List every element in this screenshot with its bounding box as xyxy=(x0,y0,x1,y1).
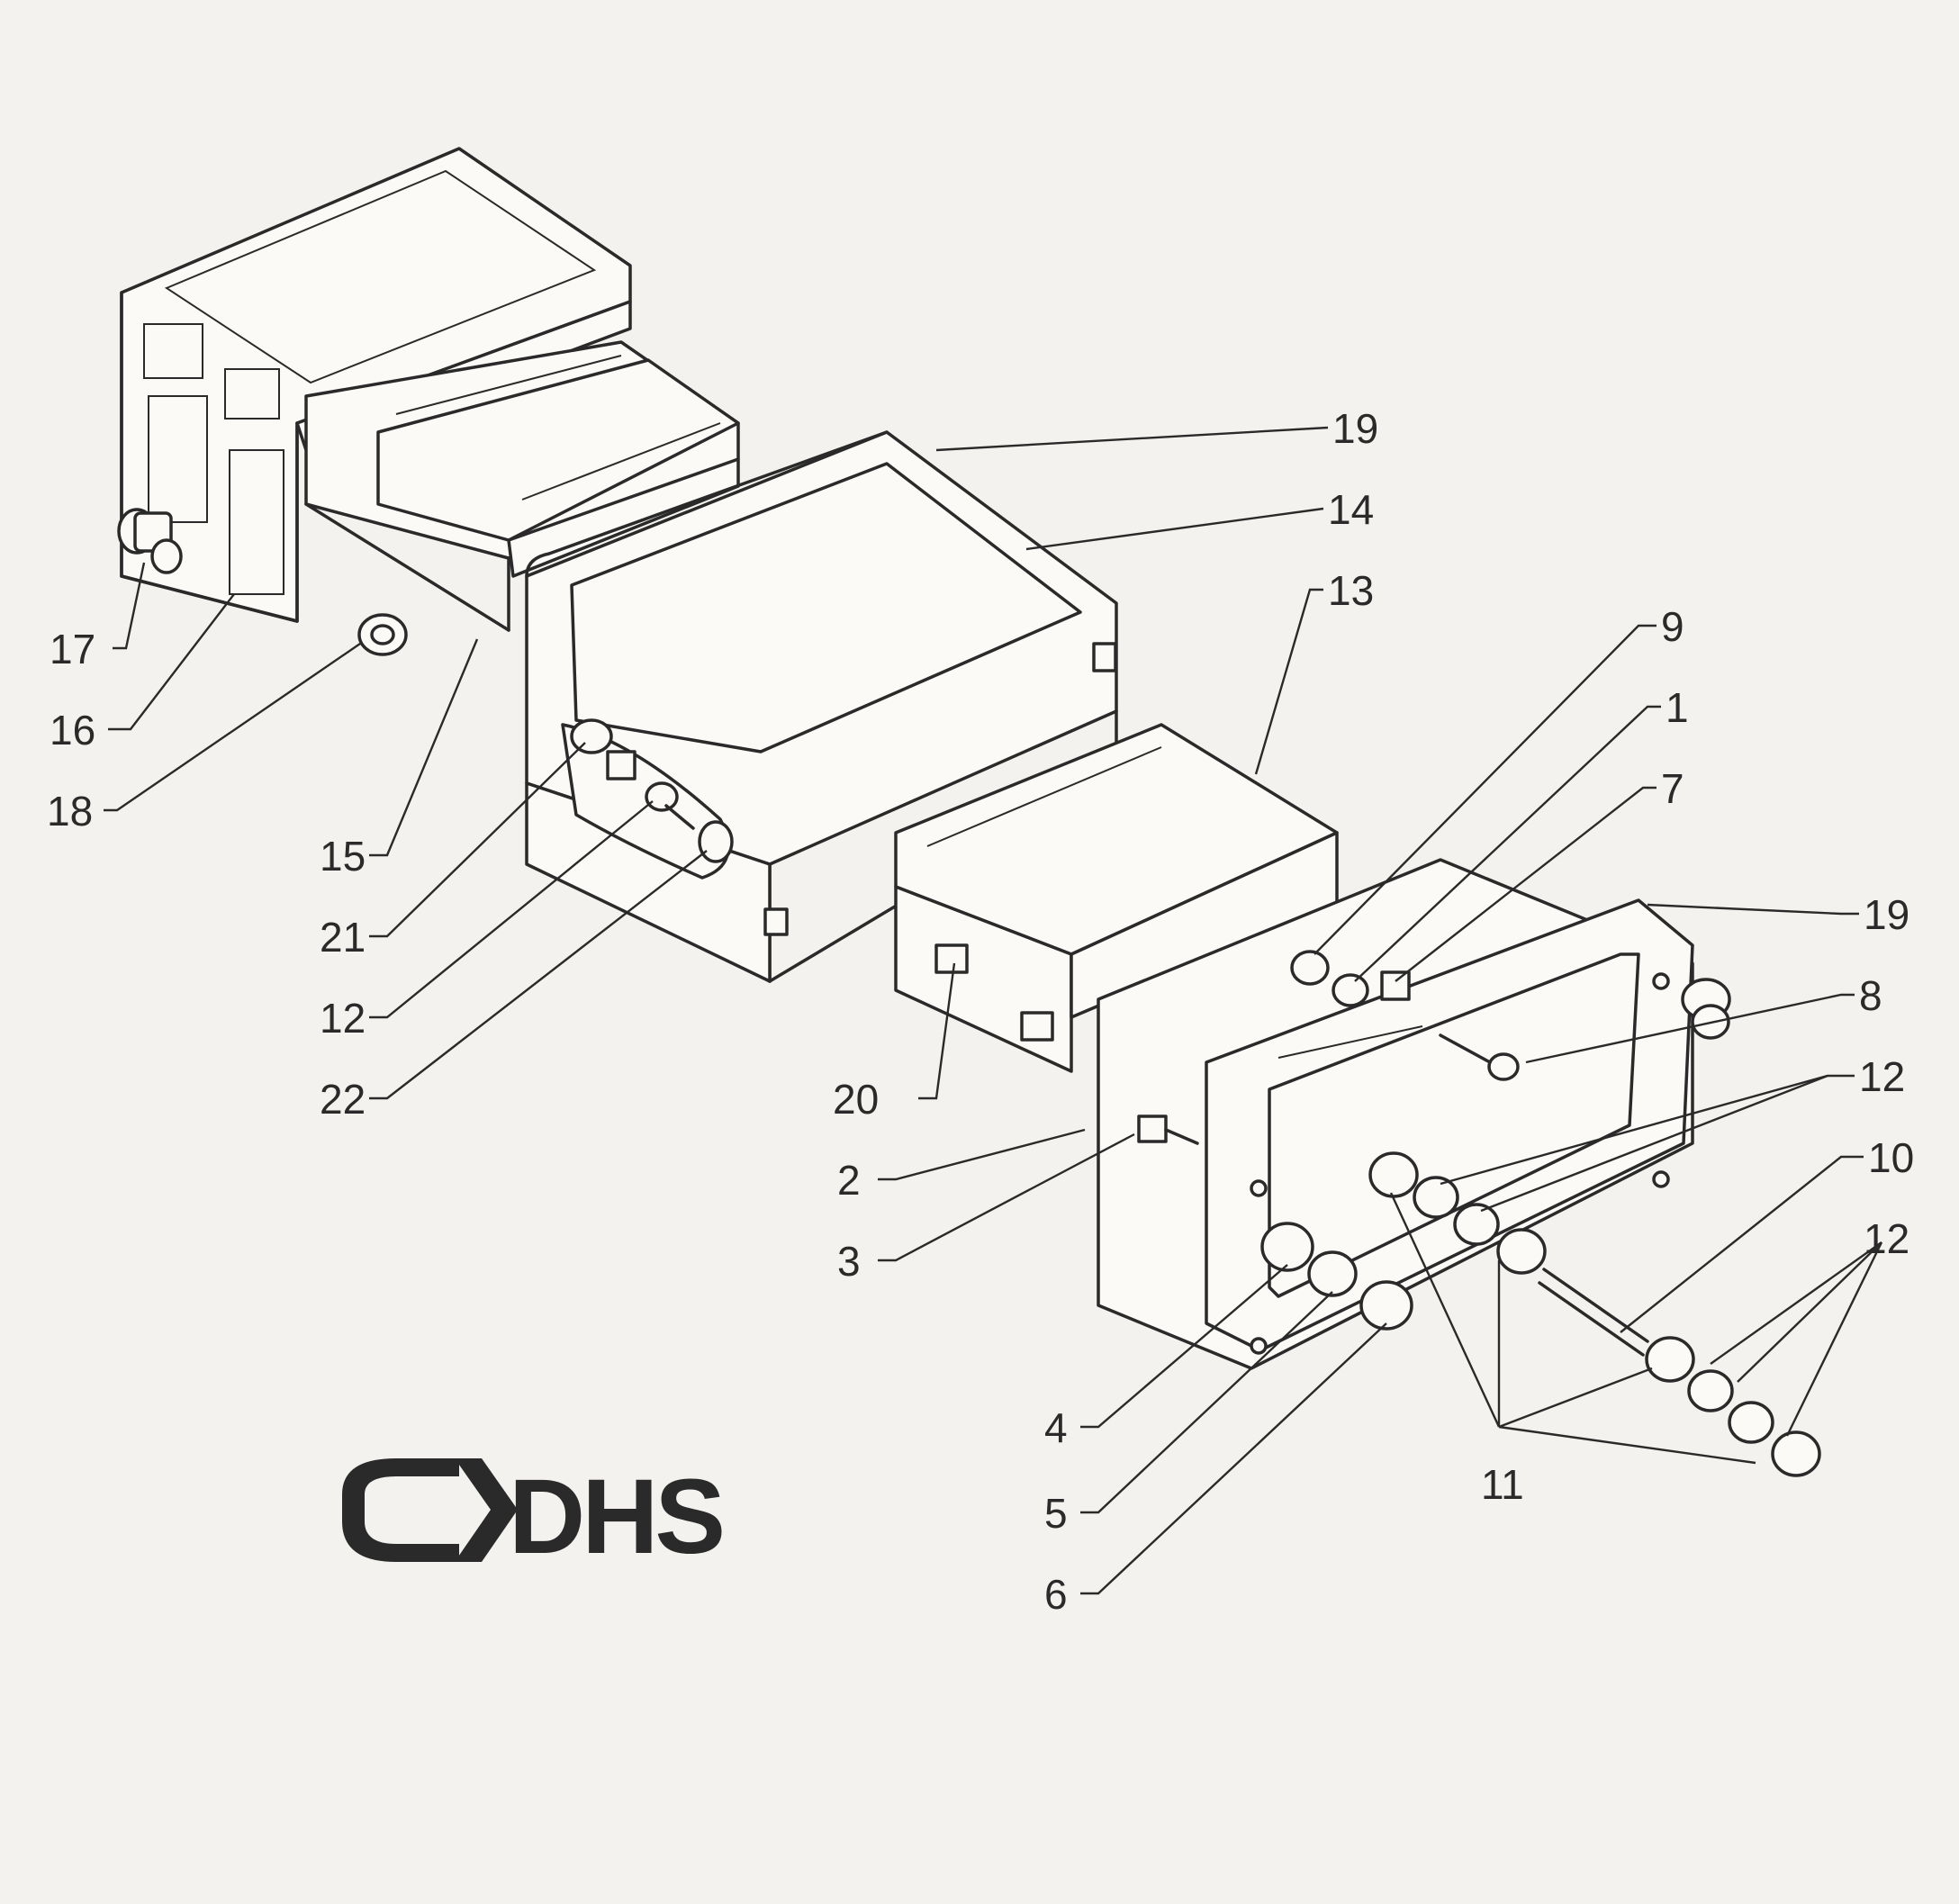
leader-lines xyxy=(104,426,1883,1595)
callout-22: 22 xyxy=(320,1076,366,1123)
callout-12: 12 xyxy=(1859,1053,1905,1100)
callout-5: 5 xyxy=(1044,1490,1068,1537)
logo-text: DHS xyxy=(509,1457,722,1576)
callout-19: 19 xyxy=(1864,891,1909,938)
callout-12: 12 xyxy=(320,995,366,1042)
main-housing-part xyxy=(525,430,1118,983)
callout-20: 20 xyxy=(833,1076,879,1123)
callout-6: 6 xyxy=(1044,1571,1068,1618)
callout-7: 7 xyxy=(1661,765,1684,812)
callout-4: 4 xyxy=(1044,1404,1068,1451)
callout-1: 1 xyxy=(1666,684,1689,731)
callout-10: 10 xyxy=(1868,1134,1914,1181)
callout-11: 11 xyxy=(1481,1461,1524,1508)
inner-tray-part xyxy=(304,340,740,632)
rubber-cap-part xyxy=(117,508,183,574)
callout-14: 14 xyxy=(1328,486,1374,533)
callout-2: 2 xyxy=(837,1157,861,1204)
cover-tray-part xyxy=(894,723,1339,1073)
callout-3: 3 xyxy=(837,1238,861,1285)
callout-15: 15 xyxy=(320,833,366,880)
callout-21: 21 xyxy=(320,914,366,961)
spring-clip-part xyxy=(357,613,408,656)
front-frame-part xyxy=(1097,858,1694,1370)
callout-19: 19 xyxy=(1332,405,1378,452)
callout-8: 8 xyxy=(1859,972,1882,1019)
callout-16: 16 xyxy=(50,707,95,753)
callout-9: 9 xyxy=(1661,603,1684,650)
callout-12: 12 xyxy=(1864,1215,1909,1262)
hardware-cluster xyxy=(1137,950,1821,1477)
dhs-logo: DHS xyxy=(342,1457,726,1576)
callout-18: 18 xyxy=(47,788,93,835)
callout-13: 13 xyxy=(1328,567,1374,614)
callout-17: 17 xyxy=(50,626,95,672)
callout-labels: 17 16 18 15 21 12 22 19 14 13 9 1 7 19 8… xyxy=(47,405,1914,1618)
